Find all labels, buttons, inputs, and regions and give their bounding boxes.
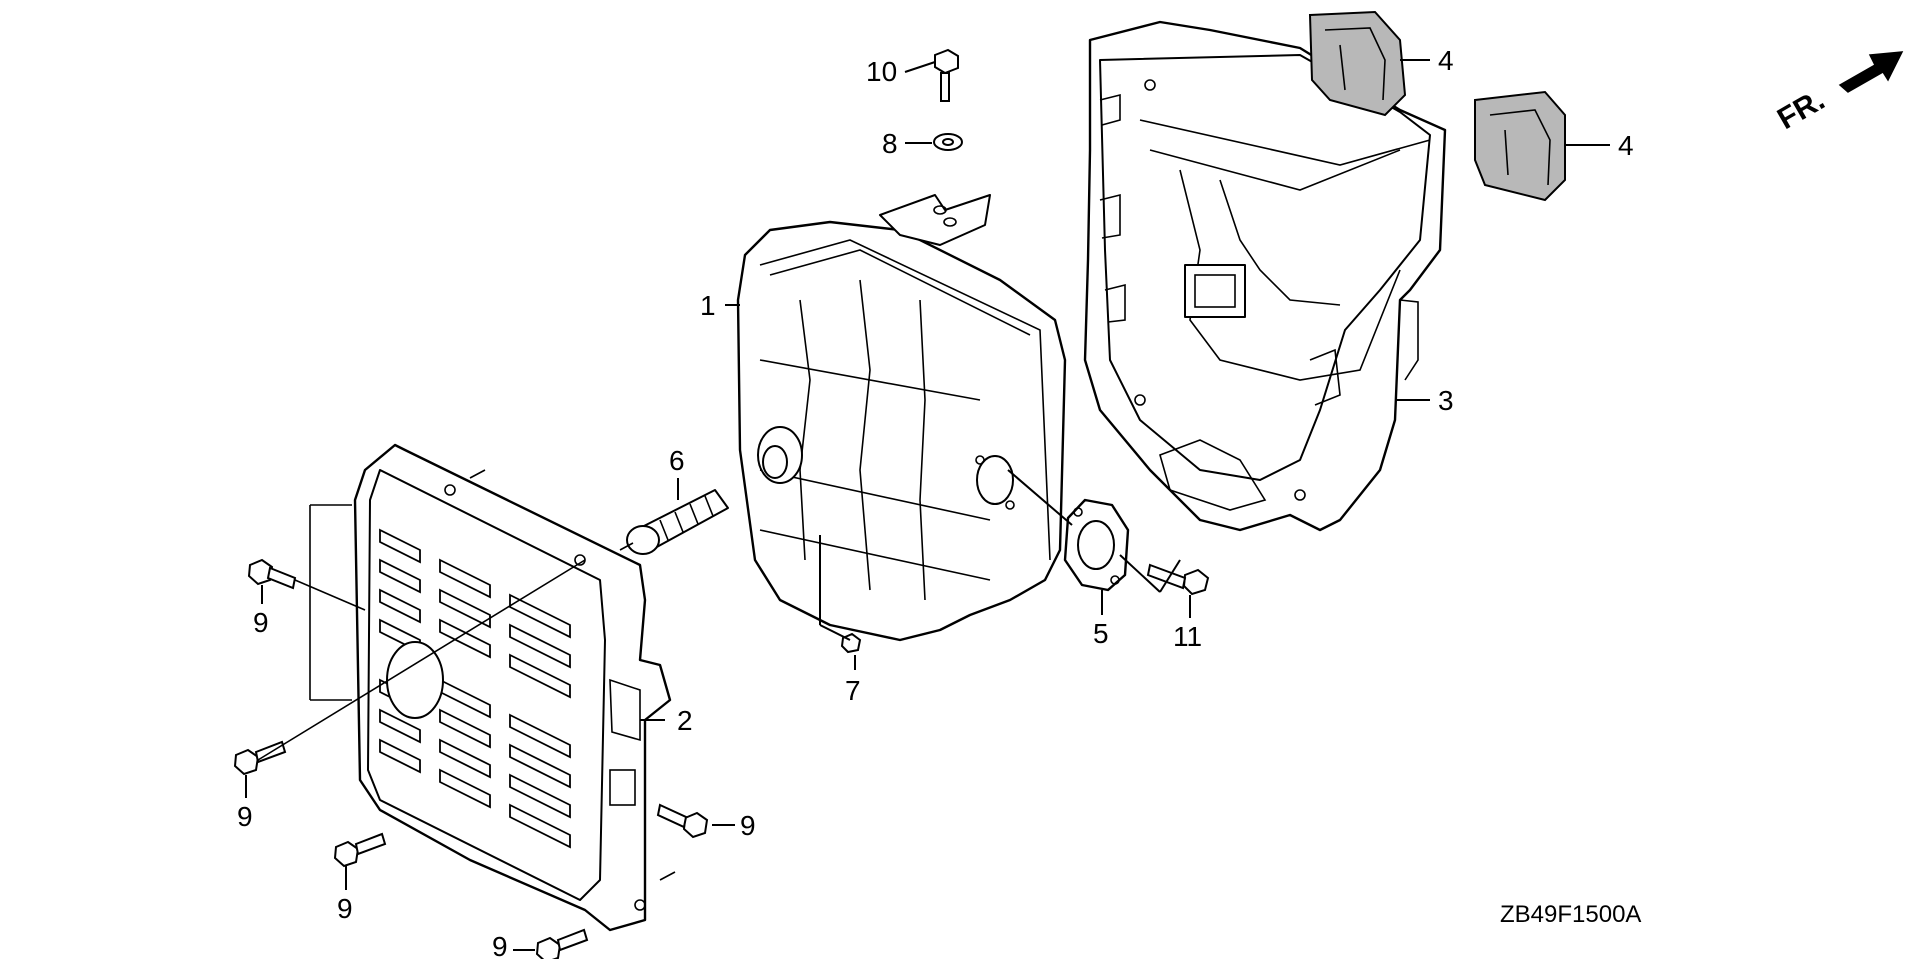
muffler-body-part — [736, 194, 1067, 642]
callout-2: 2 — [677, 705, 693, 736]
flange-bolt-11-part — [1146, 563, 1210, 596]
callout-3: 3 — [1438, 385, 1454, 416]
flange-bolt-9d-part — [656, 803, 709, 839]
flange-bolt-9a-part — [247, 558, 297, 590]
muffler-protector-part — [1083, 20, 1447, 532]
rubber-cap-upper-part — [1308, 10, 1407, 117]
callout-4-upper: 4 — [1438, 45, 1454, 76]
drawing-code: ZB49F1500A — [1500, 901, 1641, 928]
callout-8: 8 — [882, 128, 898, 159]
leader-lines — [245, 59, 1610, 951]
callout-10: 10 — [866, 56, 897, 87]
callout-9-mid-left: 9 — [237, 801, 253, 832]
front-arrow-icon — [1838, 51, 1904, 93]
callout-4-lower: 4 — [1618, 130, 1634, 161]
flange-bolt-9e-part — [535, 928, 589, 959]
callout-6: 6 — [669, 445, 685, 476]
callout-11: 11 — [1173, 621, 1202, 652]
callout-7: 7 — [845, 675, 861, 706]
flange-bolt-9c-part — [333, 832, 387, 868]
callout-9-bottom: 9 — [492, 931, 508, 959]
callout-9-low-left: 9 — [337, 893, 353, 924]
muffler-gasket-part — [1063, 498, 1130, 592]
callout-1: 1 — [700, 290, 716, 321]
flange-bolt-10-part — [934, 48, 959, 102]
spark-arrester-part — [626, 489, 729, 555]
muffler-cover-part — [353, 443, 672, 932]
callout-9-top-left: 9 — [253, 607, 269, 638]
front-label: FR. — [1772, 83, 1830, 136]
callout-labels: 1 2 3 4 4 5 6 7 8 9 9 9 9 9 10 11 — [237, 45, 1634, 959]
washer-8-part — [933, 133, 963, 151]
callout-9-right: 9 — [740, 810, 756, 841]
front-direction-indicator: FR. — [1772, 51, 1904, 136]
cover-vent-slots — [379, 528, 571, 849]
callout-5: 5 — [1093, 618, 1109, 649]
rubber-cap-lower-part — [1474, 90, 1566, 202]
